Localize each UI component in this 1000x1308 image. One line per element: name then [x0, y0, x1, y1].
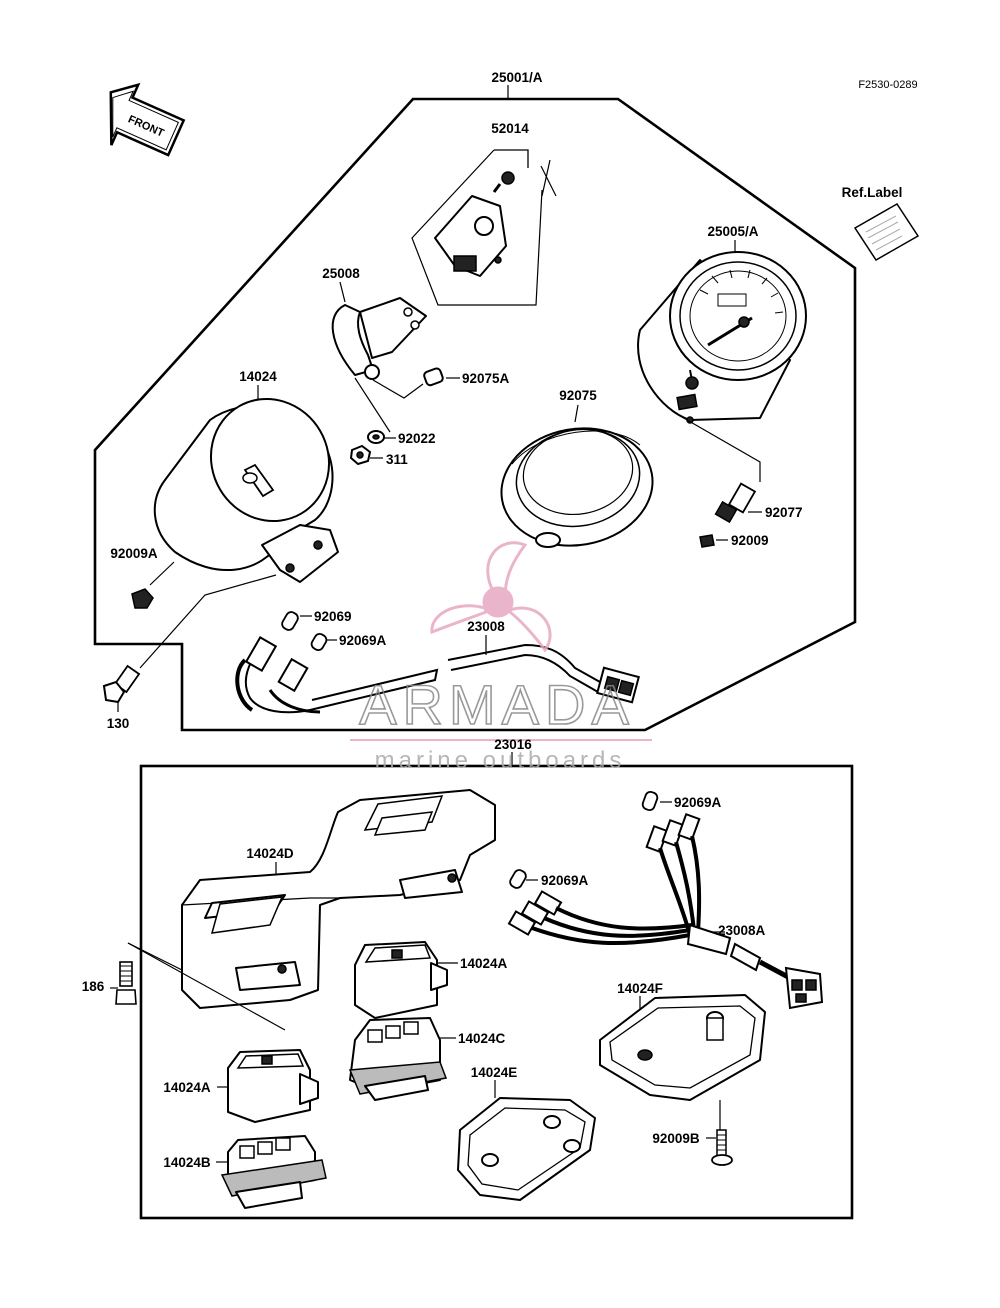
part-14024: [153, 385, 339, 583]
label-92069A-top: 92069A: [674, 795, 722, 810]
label-92009A: 92009A: [110, 546, 158, 561]
part-14024C: [348, 1017, 456, 1101]
label-130: 130: [107, 716, 130, 731]
label-14024E: 14024E: [471, 1065, 518, 1080]
label-92009: 92009: [731, 533, 769, 548]
lower-assembly-frame: [139, 764, 854, 1220]
part-92069A-lower: [509, 790, 672, 889]
label-23008A: 23008A: [718, 923, 766, 938]
figure-code: F2530-0289: [858, 79, 917, 91]
part-14024B: [216, 1135, 327, 1209]
label-92075A: 92075A: [462, 371, 510, 386]
label-23008: 23008: [467, 619, 505, 634]
label-92009B: 92009B: [652, 1131, 700, 1146]
part-92075A: [423, 367, 460, 387]
label-14024: 14024: [239, 369, 277, 384]
label-186: 186: [82, 979, 105, 994]
part-14024A-right: [354, 941, 458, 1019]
part-14024F: [599, 994, 766, 1138]
watermark-logo: ARMADA marine outboards: [350, 541, 652, 774]
upper-assembly-frame: [93, 97, 857, 732]
part-92069-bulbs: [281, 611, 337, 651]
ref-label-text: Ref.Label: [842, 185, 903, 200]
part-92009A: [131, 561, 175, 609]
label-14024B: 14024B: [163, 1155, 211, 1170]
label-14024A-right: 14024A: [460, 956, 508, 971]
watermark-tagline: marine outboards: [375, 747, 626, 774]
label-14024D: 14024D: [246, 846, 294, 861]
part-14024A-left: [217, 1049, 319, 1123]
label-14024C: 14024C: [458, 1031, 506, 1046]
front-arrow-icon: FRONT: [109, 82, 186, 157]
label-14024A-left: 14024A: [163, 1080, 211, 1095]
label-92022: 92022: [398, 431, 436, 446]
part-23008A: [507, 812, 824, 1010]
label-25008: 25008: [322, 266, 360, 281]
part-92075: [500, 404, 654, 548]
ref-label-tag: [853, 202, 920, 262]
label-25001A: 25001/A: [491, 70, 542, 85]
part-186: [110, 942, 286, 1031]
part-14024E: [457, 1080, 596, 1201]
part-23008: [235, 635, 640, 714]
part-25008: [331, 281, 427, 433]
label-92075: 92075: [559, 388, 597, 403]
watermark-brand: ARMADA: [359, 673, 635, 736]
label-311: 311: [386, 452, 408, 467]
label-92069A-upper: 92069A: [339, 633, 387, 648]
label-52014: 52014: [491, 121, 529, 136]
label-23016: 23016: [494, 737, 532, 752]
part-25005A: [637, 240, 807, 482]
label-92077: 92077: [765, 505, 803, 520]
part-52014: [411, 149, 557, 306]
part-14024D: [181, 789, 496, 1009]
label-25005A: 25005/A: [707, 224, 758, 239]
part-92077-92009: [699, 482, 762, 548]
part-130: [102, 574, 277, 712]
label-92069A-mid: 92069A: [541, 873, 589, 888]
label-92069: 92069: [314, 609, 352, 624]
propeller-icon: [430, 541, 552, 653]
label-14024F: 14024F: [617, 981, 663, 996]
part-92022-311: [349, 430, 396, 466]
part-92009B: [706, 1129, 733, 1166]
